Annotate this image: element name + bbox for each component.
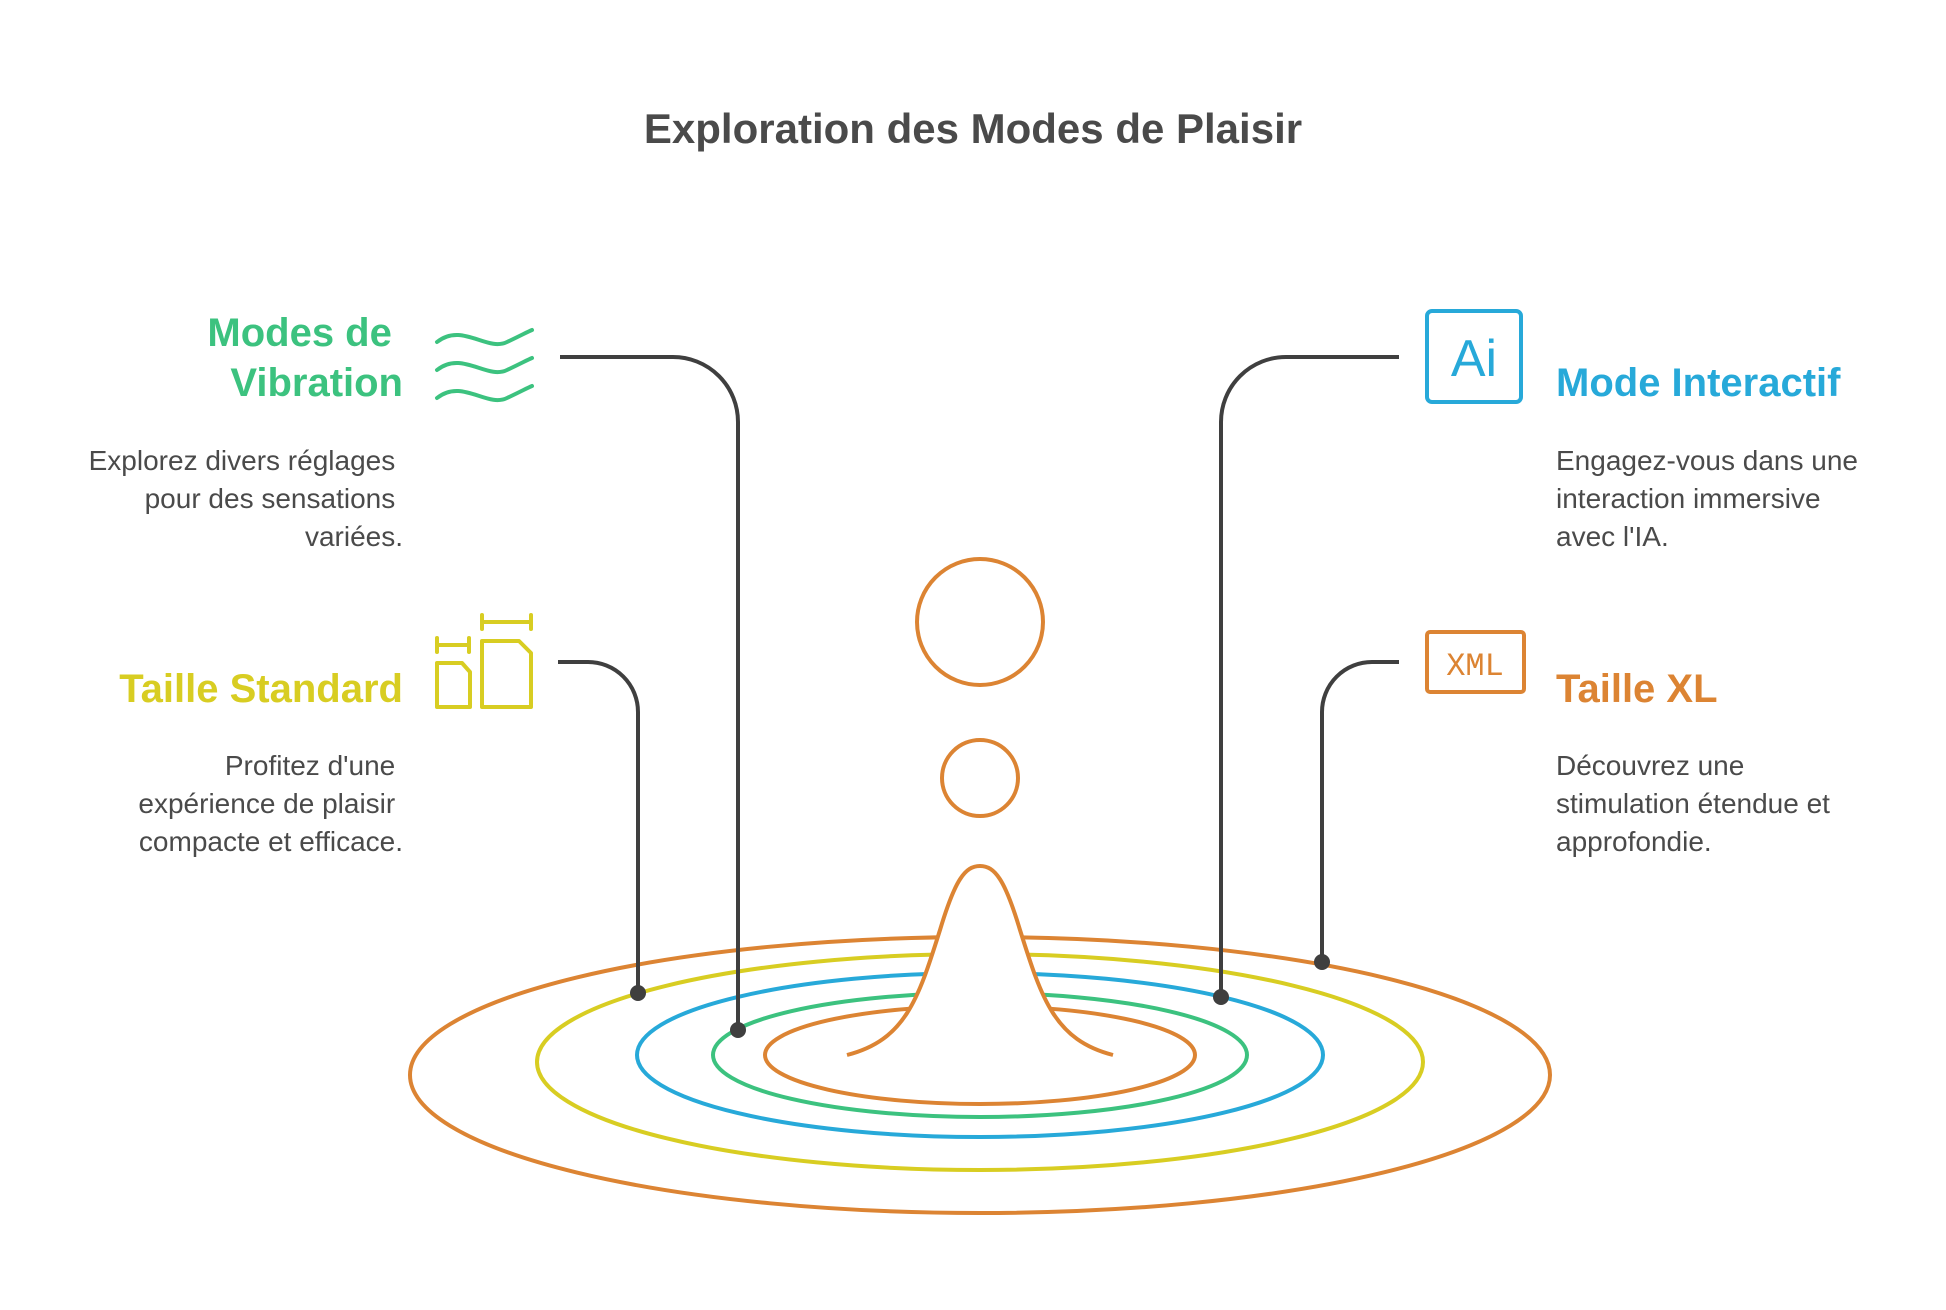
page-title: Exploration des Modes de Plaisir (644, 105, 1302, 152)
connector-interactive (1219, 355, 1399, 997)
connector-standard-dot (630, 985, 646, 1001)
item-interactive-description-line-1: Engagez-vous dans une (1556, 445, 1858, 476)
splash-peak (846, 863, 1114, 1057)
connector-vibration (560, 355, 740, 1030)
item-standard-description-line-1: Profitez d'une (225, 750, 395, 781)
water-drop-splash (846, 557, 1114, 1057)
item-standard-description-line-2: expérience de plaisir (138, 788, 395, 819)
item-standard-heading: Taille Standard (119, 667, 403, 711)
item-xl: XML Taille XL Découvrez une stimulation … (1425, 630, 1838, 857)
connector-interactive-dot (1213, 989, 1229, 1005)
item-vibration-heading: Modes de Vibration (207, 311, 403, 405)
connector-xl-dot (1314, 954, 1330, 970)
item-interactive-heading: Mode Interactif (1556, 361, 1841, 405)
item-vibration-heading-line-1: Modes de (207, 311, 391, 355)
item-interactive-description-line-2: interaction immersive (1556, 483, 1821, 514)
xml-icon-label: XML (1446, 648, 1504, 685)
size-compare-icon (435, 613, 533, 709)
item-standard-description: Profitez d'une expérience de plaisir com… (138, 750, 403, 857)
connector-xl (1320, 660, 1399, 962)
item-xl-description-line-3: approfondie. (1556, 826, 1712, 857)
drop-large (915, 557, 1045, 687)
item-interactive-description-line-3: avec l'IA. (1556, 521, 1669, 552)
item-xl-description: Découvrez une stimulation étendue et app… (1556, 750, 1838, 857)
ai-icon-label: Ai (1451, 330, 1497, 388)
item-vibration-description-line-3: variées. (305, 521, 403, 552)
connectors (558, 355, 1399, 1038)
connector-vibration-dot (730, 1022, 746, 1038)
connector-standard (558, 660, 640, 993)
item-vibration: Modes de Vibration Explorez divers régla… (89, 311, 534, 552)
ai-icon: Ai (1425, 309, 1523, 404)
item-xl-description-line-2: stimulation étendue et (1556, 788, 1830, 819)
item-vibration-heading-line-2: Vibration (230, 361, 403, 405)
item-vibration-description-line-2: pour des sensations (145, 483, 396, 514)
item-interactive: Ai Mode Interactif Engagez-vous dans une… (1425, 309, 1866, 552)
item-standard-description-line-3: compacte et efficace. (139, 826, 403, 857)
item-xl-heading: Taille XL (1556, 667, 1718, 711)
waves-icon (435, 328, 534, 402)
item-xl-description-line-1: Découvrez une (1556, 750, 1744, 781)
drop-small (940, 738, 1020, 818)
item-vibration-description-line-1: Explorez divers réglages (89, 445, 396, 476)
item-interactive-description: Engagez-vous dans une interaction immers… (1556, 445, 1866, 552)
item-standard: Taille Standard Profitez d'une expérienc… (119, 613, 533, 857)
xml-file-icon: XML (1425, 630, 1526, 694)
item-vibration-description: Explorez divers réglages pour des sensat… (89, 445, 403, 552)
